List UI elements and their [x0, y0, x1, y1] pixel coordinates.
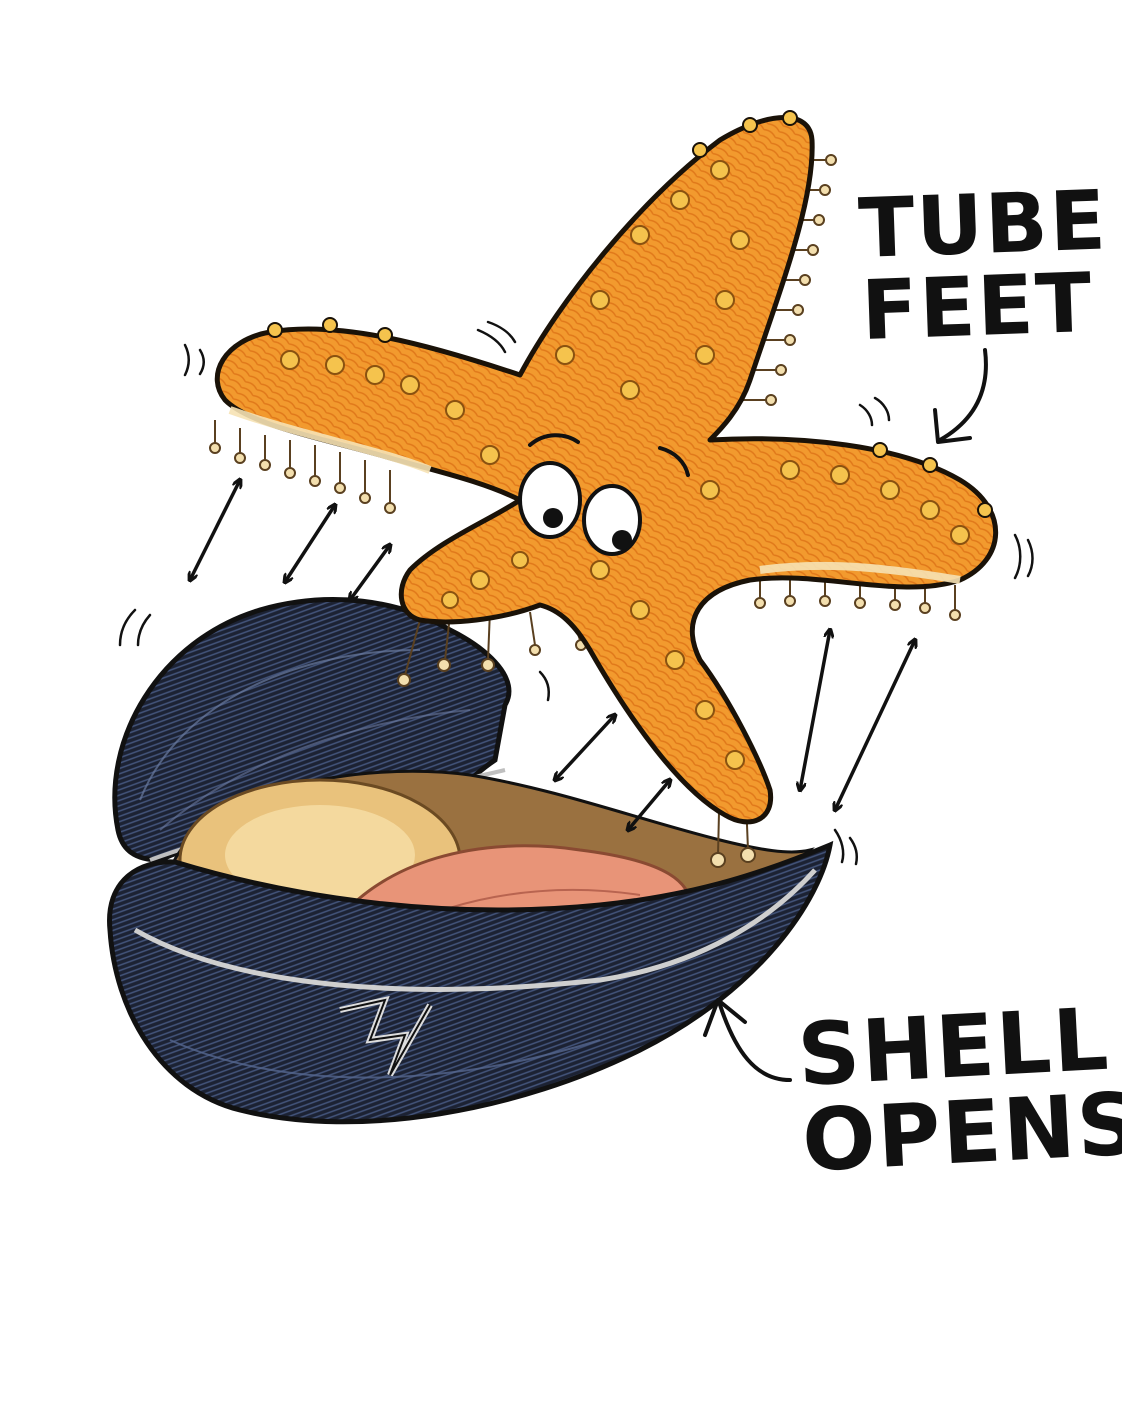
mussel-bottom-shell: [107, 840, 834, 1125]
starfish-face: [518, 433, 690, 556]
double-headed-arrow-icon: [190, 480, 915, 830]
tube-feet-label: TUBE FEET: [857, 173, 1109, 359]
tube-feet-label-line2: FEET: [859, 255, 1095, 359]
starfish-body: [214, 110, 999, 825]
motion-lines-icon: [118, 320, 1034, 866]
shell-opens-label-line2: OPENS: [799, 1074, 1122, 1192]
shell-opens-label: SHELL OPENS: [795, 990, 1122, 1192]
curved-pointer-arrow-icon: [703, 348, 988, 1082]
